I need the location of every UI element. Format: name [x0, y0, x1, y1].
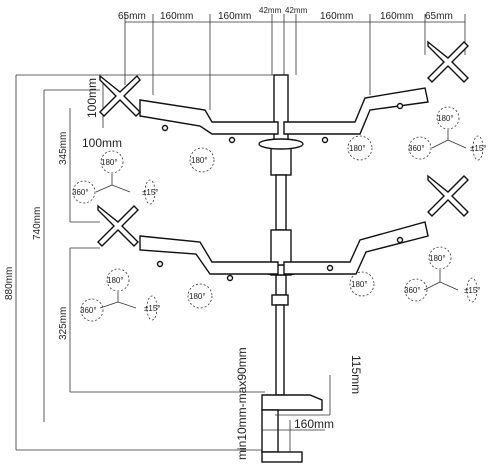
tilt-label: ±15°: [144, 304, 161, 313]
rotate-label: 180°: [191, 156, 208, 165]
upper-left-arm: [139, 99, 279, 144]
dim-top-2: 160mm: [160, 11, 193, 22]
rotate-symbol-lower-right: 180°: [349, 271, 375, 297]
dim-top-8: 65mm: [425, 11, 453, 22]
swivel-label: 360°: [408, 144, 425, 153]
vesa-plate-upper-right: [427, 40, 469, 83]
top-dimension-chain: 65mm 160mm 160mm 42mm 42mm 160mm 160mm 6…: [118, 6, 466, 110]
dim-clamp-depth: 115mm: [349, 355, 363, 394]
upper-right-arm: [283, 87, 429, 144]
dim-desk-thickness: min10mm-max90mm: [235, 347, 249, 460]
rotate-label: 180°: [429, 254, 446, 263]
vesa-plate-lower-right: [427, 174, 469, 217]
left-dimension-lines: 880mm 740mm 345mm 325mm 100mm 100mm: [4, 74, 275, 451]
swivel-label: 360°: [80, 306, 97, 315]
dim-vesa-width: 100mm: [82, 136, 122, 150]
adjustment-cluster-lower-right: 180° 360° ±15°: [404, 246, 481, 303]
rotate-label: 180°: [351, 280, 368, 289]
rotate-label: 180°: [189, 292, 206, 301]
rotate-symbol-upper-center: 180°: [189, 147, 215, 173]
lower-left-arm: [139, 235, 279, 282]
dim-top-3: 160mm: [218, 11, 251, 22]
dim-height-880: 880mm: [4, 267, 15, 300]
dim-top-7: 160mm: [380, 11, 413, 22]
rotate-label: 180°: [107, 276, 124, 285]
vesa-plate-lower-left: [97, 204, 139, 247]
swivel-label: 360°: [404, 286, 421, 295]
dim-spacing-345: 345mm: [58, 132, 69, 165]
dim-top-4: 42mm: [259, 6, 282, 15]
rotate-symbol-lower-center: 180°: [187, 283, 213, 309]
dim-spacing-325: 325mm: [58, 307, 69, 340]
dim-vesa-height: 100mm: [85, 78, 99, 118]
dim-top-6: 160mm: [320, 11, 353, 22]
desk-clamp: 115mm 160mm min10mm-max90mm: [235, 347, 363, 463]
lower-right-arm: [283, 221, 429, 275]
swivel-label: 360°: [72, 188, 89, 197]
tilt-label: ±15°: [464, 286, 481, 295]
adjustment-cluster-upper-right: 180° 360° ±15°: [408, 106, 487, 161]
tilt-label: ±15°: [470, 144, 487, 153]
tilt-label: ±15°: [142, 188, 159, 197]
rotate-label: 180°: [437, 114, 454, 123]
rotate-symbol-upper-right: 180°: [347, 135, 373, 161]
adjustment-cluster-upper-left: 180° 360° ±15°: [72, 150, 159, 205]
adjustment-cluster-lower-left: 180° 360° ±15°: [80, 268, 161, 322]
dim-spacing-740: 740mm: [32, 207, 43, 240]
rotate-label: 180°: [349, 144, 366, 153]
dim-clamp-length: 160mm: [294, 417, 334, 431]
rotate-label: 180°: [101, 158, 118, 167]
vesa-plate-upper-left: [99, 74, 141, 117]
dim-top-1: 65mm: [118, 11, 146, 22]
dim-top-5: 42mm: [285, 6, 308, 15]
